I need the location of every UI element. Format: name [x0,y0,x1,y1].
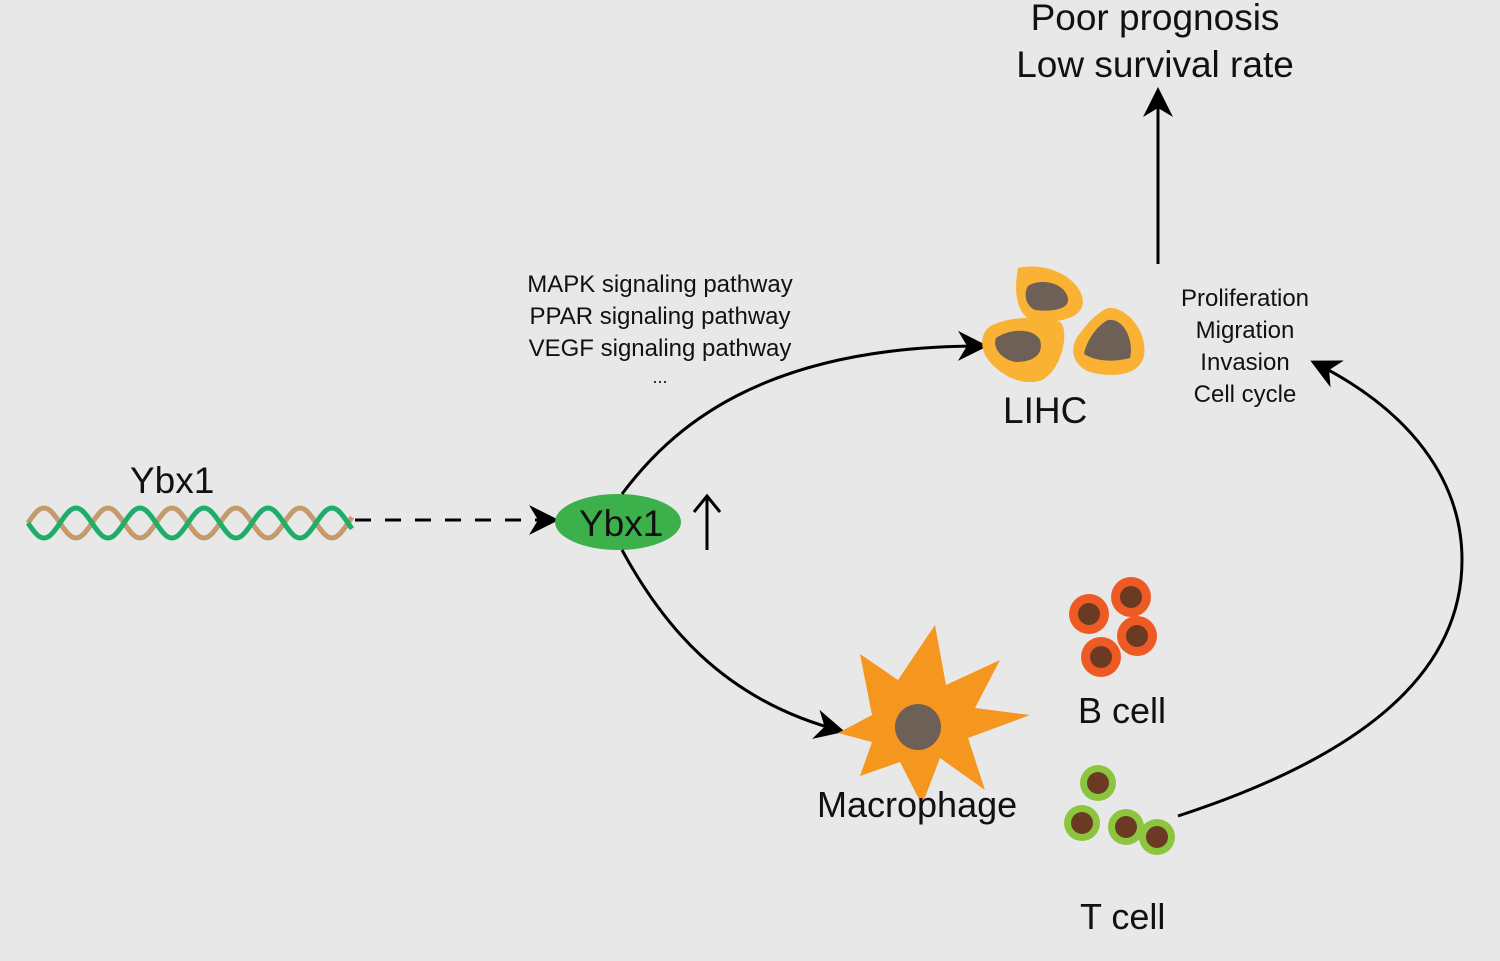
outcome-item: Poor prognosis [1030,0,1280,38]
phenotype-item: Cell cycle [1193,381,1297,408]
t-cell [1080,765,1116,801]
phenotype-list: Proliferation Migration Invasion Cell cy… [1165,283,1325,411]
dna-strand-brown [25,505,355,541]
t-cell [1139,819,1175,855]
gene-label: Ybx1 [130,460,215,501]
dna-helix-icon [25,505,355,541]
t-cell [1064,805,1100,841]
b-cell [1081,637,1121,677]
pathway-arrow-to-lihc [620,330,988,495]
pathway-item: MAPK signaling pathway [527,271,793,298]
phenotype-item: Proliferation [1180,285,1310,312]
b-cell [1117,616,1157,656]
outcome-list: Poor prognosis Low survival rate [985,0,1325,88]
arrow-to-macrophage [620,549,845,739]
lihc-cell-right-nucleus [1084,319,1131,361]
ybx1-protein-ellipse [555,494,681,550]
t-cell [1108,809,1144,845]
upregulation-arrow-icon [692,493,722,550]
pathway-list: MAPK signaling pathway PPAR signaling pa… [500,269,820,389]
phenotype-item: Migration [1195,317,1295,344]
macrophage-label: Macrophage [817,784,1018,825]
lihc-cells-icon [982,266,1145,383]
b-cell-label: B cell [1078,690,1167,731]
pathway-item-ellipsis: ... [652,367,668,387]
phenotype-item: Invasion [1200,349,1290,376]
lihc-cell-left-nucleus [995,330,1041,362]
pathway-item: VEGF signaling pathway [528,335,792,362]
lihc-label: LIHC [1003,390,1088,431]
lihc-cell-top-nucleus [1025,282,1069,311]
b-cell [1069,594,1109,634]
macrophage-nucleus [895,704,941,750]
t-cell-label: T cell [1080,896,1166,937]
macrophage-icon [838,625,1030,805]
dna-strand-green [25,505,355,541]
pathway-item: PPAR signaling pathway [529,303,791,330]
b-cell [1111,577,1151,617]
t-cells-icon [1064,765,1175,855]
immune-feedback-arrow [1177,360,1464,818]
outcome-item: Low survival rate [1016,44,1294,85]
protein-label: Ybx1 [579,503,664,544]
b-cells-icon [1069,577,1157,677]
